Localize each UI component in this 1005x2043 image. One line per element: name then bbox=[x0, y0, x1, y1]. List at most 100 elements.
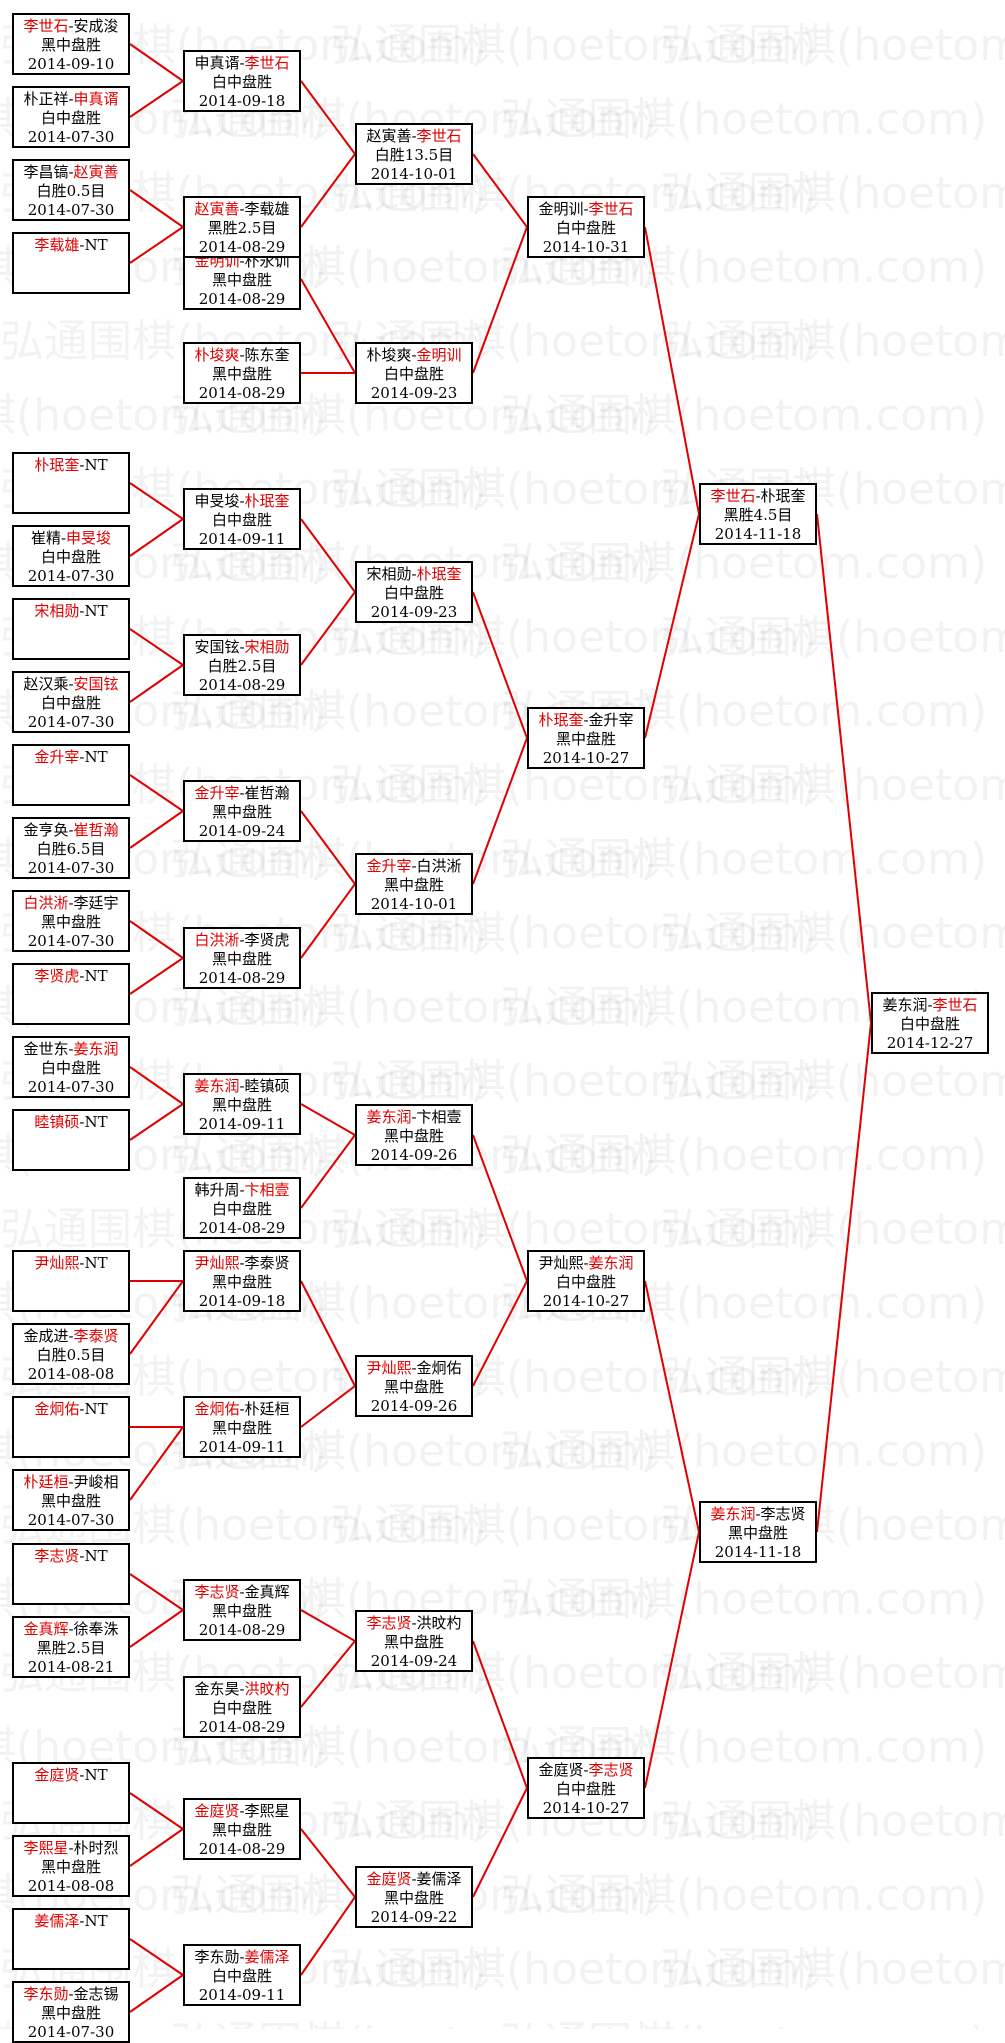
player-two: 李泰贤 bbox=[73, 1327, 119, 1345]
watermark-text: 弘通围棋(hoetom.com) bbox=[660, 1352, 1005, 1403]
watermark-text: 弘通围棋(hoetom.com) bbox=[330, 20, 817, 71]
match-result: 白胜0.5目 bbox=[36, 1346, 106, 1364]
match-result: 黑中盘胜 bbox=[211, 1602, 272, 1620]
player-two: 李载雄 bbox=[244, 200, 290, 218]
match-date: 2014-11-18 bbox=[714, 525, 802, 543]
player-one: 尹灿熙 bbox=[366, 1359, 412, 1377]
connector-line bbox=[300, 883, 356, 959]
match-players: 崔精-申旻埈 bbox=[30, 529, 112, 547]
watermark-text: 弘通围棋(hoetom.com) bbox=[660, 1944, 1005, 1995]
player-two: 崔哲瀚 bbox=[244, 784, 290, 802]
connector-line bbox=[816, 513, 872, 1024]
player-two: 申旻埈 bbox=[66, 529, 112, 547]
player-two: 陈东奎 bbox=[244, 346, 290, 364]
watermark-text: 弘通围棋(hoetom.com) bbox=[660, 316, 1005, 367]
match-players: 金明训-李世石 bbox=[538, 200, 634, 218]
match-date: 2014-09-11 bbox=[198, 530, 286, 548]
connector-line bbox=[300, 153, 356, 228]
match-date: 2014-10-27 bbox=[542, 1292, 630, 1310]
match-players: 李贤虎-NT bbox=[34, 967, 108, 985]
player-two: 姜儒泽 bbox=[416, 1870, 462, 1888]
connector-line bbox=[300, 1609, 356, 1642]
player-two: NT bbox=[84, 1547, 108, 1565]
match-players: 韩升周-卞相壹 bbox=[194, 1181, 290, 1199]
match-result: 黑中盘胜 bbox=[211, 803, 272, 821]
match-result: 白中盘胜 bbox=[383, 584, 444, 602]
player-one: 申真谞 bbox=[194, 54, 240, 72]
match-players: 赵寅善-李世石 bbox=[366, 127, 462, 145]
player-two: NT bbox=[84, 1912, 108, 1930]
match-box: 李贤虎-NT bbox=[12, 963, 130, 1025]
player-two: 金真辉 bbox=[244, 1583, 290, 1601]
player-one: 韩升周 bbox=[194, 1181, 240, 1199]
player-one: 李志贤 bbox=[366, 1614, 412, 1632]
match-result: 白中盘胜 bbox=[211, 511, 272, 529]
watermark-text: 弘通围棋(hoetom.com) bbox=[500, 1574, 987, 1625]
connector-line bbox=[129, 1280, 184, 1355]
player-two: 尹峻相 bbox=[73, 1473, 119, 1491]
match-date: 2014-07-30 bbox=[27, 128, 115, 146]
connector-line bbox=[129, 1573, 184, 1611]
watermark-text: 弘通围棋(hoetom.com) bbox=[660, 612, 1005, 663]
player-one: 金东昊 bbox=[194, 1680, 240, 1698]
match-players: 尹灿熙-姜东润 bbox=[538, 1254, 634, 1272]
player-two: NT bbox=[84, 602, 108, 620]
player-two: 朴廷桓 bbox=[244, 1400, 290, 1418]
match-players: 尹灿熙-李泰贤 bbox=[194, 1254, 290, 1272]
match-players: 李志贤-金真辉 bbox=[194, 1583, 290, 1601]
player-two: 宋相勋 bbox=[244, 638, 290, 656]
match-result: 黑中盘胜 bbox=[555, 730, 616, 748]
connector-line bbox=[129, 1609, 184, 1648]
connector-line bbox=[644, 1280, 700, 1533]
match-date: 2014-10-27 bbox=[542, 749, 630, 767]
player-one: 金炯佑 bbox=[194, 1400, 240, 1418]
watermark-text: 弘通围棋(hoetom.com) bbox=[330, 908, 817, 959]
player-two: 李泰贤 bbox=[244, 1254, 290, 1272]
match-date: 2014-07-30 bbox=[27, 859, 115, 877]
match-result: 白胜6.5目 bbox=[36, 840, 106, 858]
match-result: 黑中盘胜 bbox=[383, 1127, 444, 1145]
match-date: 2014-08-08 bbox=[27, 1365, 115, 1383]
match-result: 黑中盘胜 bbox=[383, 1633, 444, 1651]
match-date: 2014-10-31 bbox=[542, 238, 630, 256]
match-players: 安国铉-宋相勋 bbox=[194, 638, 290, 656]
match-result: 白中盘胜 bbox=[40, 694, 101, 712]
player-one: 金庭贤 bbox=[366, 1870, 412, 1888]
player-one: 赵寅善 bbox=[366, 127, 412, 145]
match-result: 白胜2.5目 bbox=[207, 657, 277, 675]
player-one: 姜东润 bbox=[366, 1108, 412, 1126]
player-two: 申真谞 bbox=[73, 90, 119, 108]
match-players: 申真谞-李世石 bbox=[194, 54, 290, 72]
match-players: 尹灿熙-NT bbox=[34, 1254, 108, 1272]
player-one: 朴埈爽 bbox=[366, 346, 412, 364]
match-box: 宋相勋-NT bbox=[12, 598, 130, 660]
match-result: 黑中盘胜 bbox=[40, 1492, 101, 1510]
watermark-text: 弘通围棋(hoetom.com) bbox=[500, 834, 987, 885]
player-two: 朴珉奎 bbox=[760, 487, 806, 505]
connector-line bbox=[300, 80, 356, 155]
player-one: 朴正祥 bbox=[23, 90, 69, 108]
match-date: 2014-09-10 bbox=[27, 55, 115, 73]
player-one: 赵汉乘 bbox=[23, 675, 69, 693]
match-box: 李载雄-NT bbox=[12, 232, 130, 294]
match-result: 白中盘胜 bbox=[40, 548, 101, 566]
player-one: 睦镇硕 bbox=[34, 1113, 80, 1131]
watermark-text: 弘通围棋(hoetom.com) bbox=[500, 94, 987, 145]
connector-line bbox=[129, 1426, 184, 1501]
match-box: 睦镇硕-NT bbox=[12, 1109, 130, 1171]
connector-line bbox=[129, 1792, 184, 1830]
player-two: NT bbox=[84, 1113, 108, 1131]
connector-line bbox=[129, 226, 184, 264]
match-players: 金成进-李泰贤 bbox=[23, 1327, 119, 1345]
